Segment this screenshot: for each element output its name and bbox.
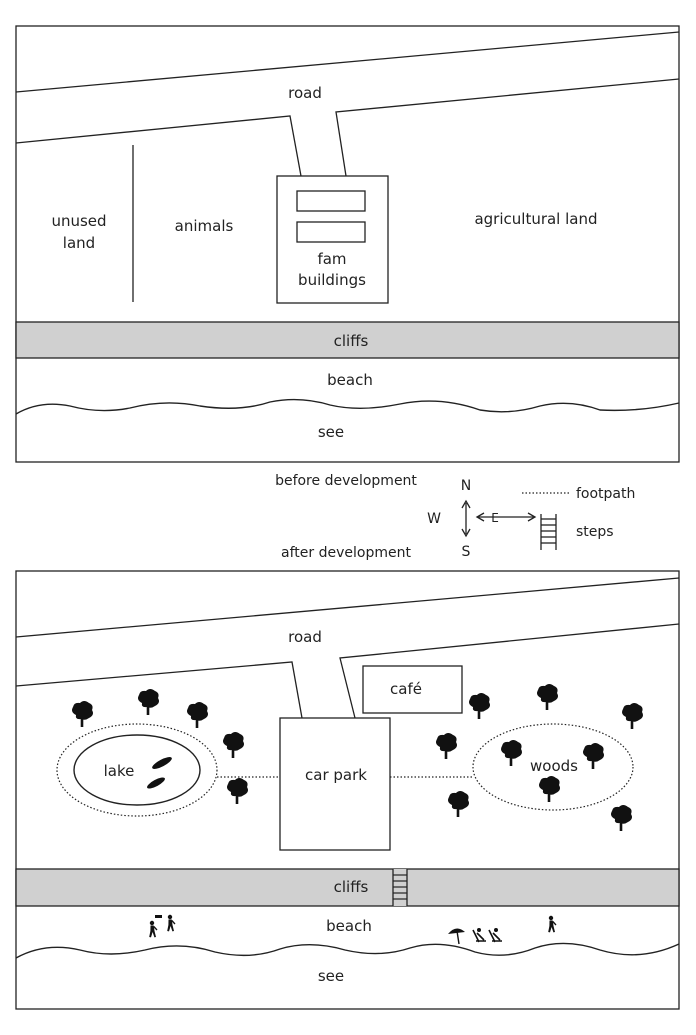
farm-building xyxy=(296,221,366,243)
deckchair-icon xyxy=(488,928,502,943)
road-edge-south-west xyxy=(15,661,303,719)
road-edge-north xyxy=(15,577,680,638)
animals-label: animals xyxy=(175,217,234,235)
shoreline xyxy=(15,398,680,415)
unused-land-label-line1: unused xyxy=(51,212,106,230)
steps-icon xyxy=(540,514,557,550)
car-park xyxy=(279,717,391,851)
cliffs-band xyxy=(15,321,680,359)
road-label: road xyxy=(288,84,322,102)
compass-south-label: S xyxy=(462,544,471,560)
car-park-label: car park xyxy=(305,766,367,784)
cafe-building xyxy=(362,665,463,714)
road-edge-south-east xyxy=(335,78,680,177)
farm-buildings-label-line1: fam xyxy=(317,250,346,268)
beach-label: beach xyxy=(327,371,373,389)
boat-icon xyxy=(147,777,165,789)
woods-label: woods xyxy=(530,757,578,775)
road-edge-south-west xyxy=(15,115,302,177)
compass-north-label: N xyxy=(461,478,471,494)
boat-icon xyxy=(152,757,172,769)
legend: footpath steps xyxy=(522,486,635,550)
cliffs-label: cliffs xyxy=(334,878,369,896)
cliffs-band xyxy=(15,868,680,907)
unused-land-label-line2: land xyxy=(63,234,95,252)
compass-west-label: W xyxy=(427,511,441,527)
farm-buildings-label-line2: buildings xyxy=(298,271,366,289)
steps-legend-label: steps xyxy=(576,524,614,540)
after-map: road café car park lake woods xyxy=(15,570,680,1010)
before-caption: before development xyxy=(275,473,417,489)
compass: N S W E xyxy=(427,478,537,560)
woods-footpath xyxy=(472,723,634,811)
cafe-label: café xyxy=(390,680,422,698)
person-icon xyxy=(148,915,162,939)
lake-footpath xyxy=(56,723,218,817)
before-map: road unused land animals agricultural la… xyxy=(15,25,680,463)
beach-umbrella-icon xyxy=(448,928,465,945)
shoreline xyxy=(15,942,680,959)
lake-label: lake xyxy=(104,762,135,780)
beach-label: beach xyxy=(326,917,372,935)
sea-label: see xyxy=(318,967,344,985)
road-label: road xyxy=(288,628,322,646)
deckchair-icon xyxy=(472,928,486,943)
compass-east-label: E xyxy=(491,511,499,525)
cliffs-label: cliffs xyxy=(334,332,369,350)
sea-label: see xyxy=(318,423,344,441)
after-caption: after development xyxy=(281,545,411,561)
footpath-legend-label: footpath xyxy=(576,486,635,502)
road-edge-north xyxy=(15,31,680,93)
agricultural-land-label: agricultural land xyxy=(474,210,597,228)
farm-building xyxy=(296,190,366,212)
steps-icon xyxy=(392,869,408,906)
road-edge-south-east xyxy=(339,623,680,719)
compass-arrows-icon xyxy=(461,499,537,538)
lake xyxy=(73,734,201,806)
